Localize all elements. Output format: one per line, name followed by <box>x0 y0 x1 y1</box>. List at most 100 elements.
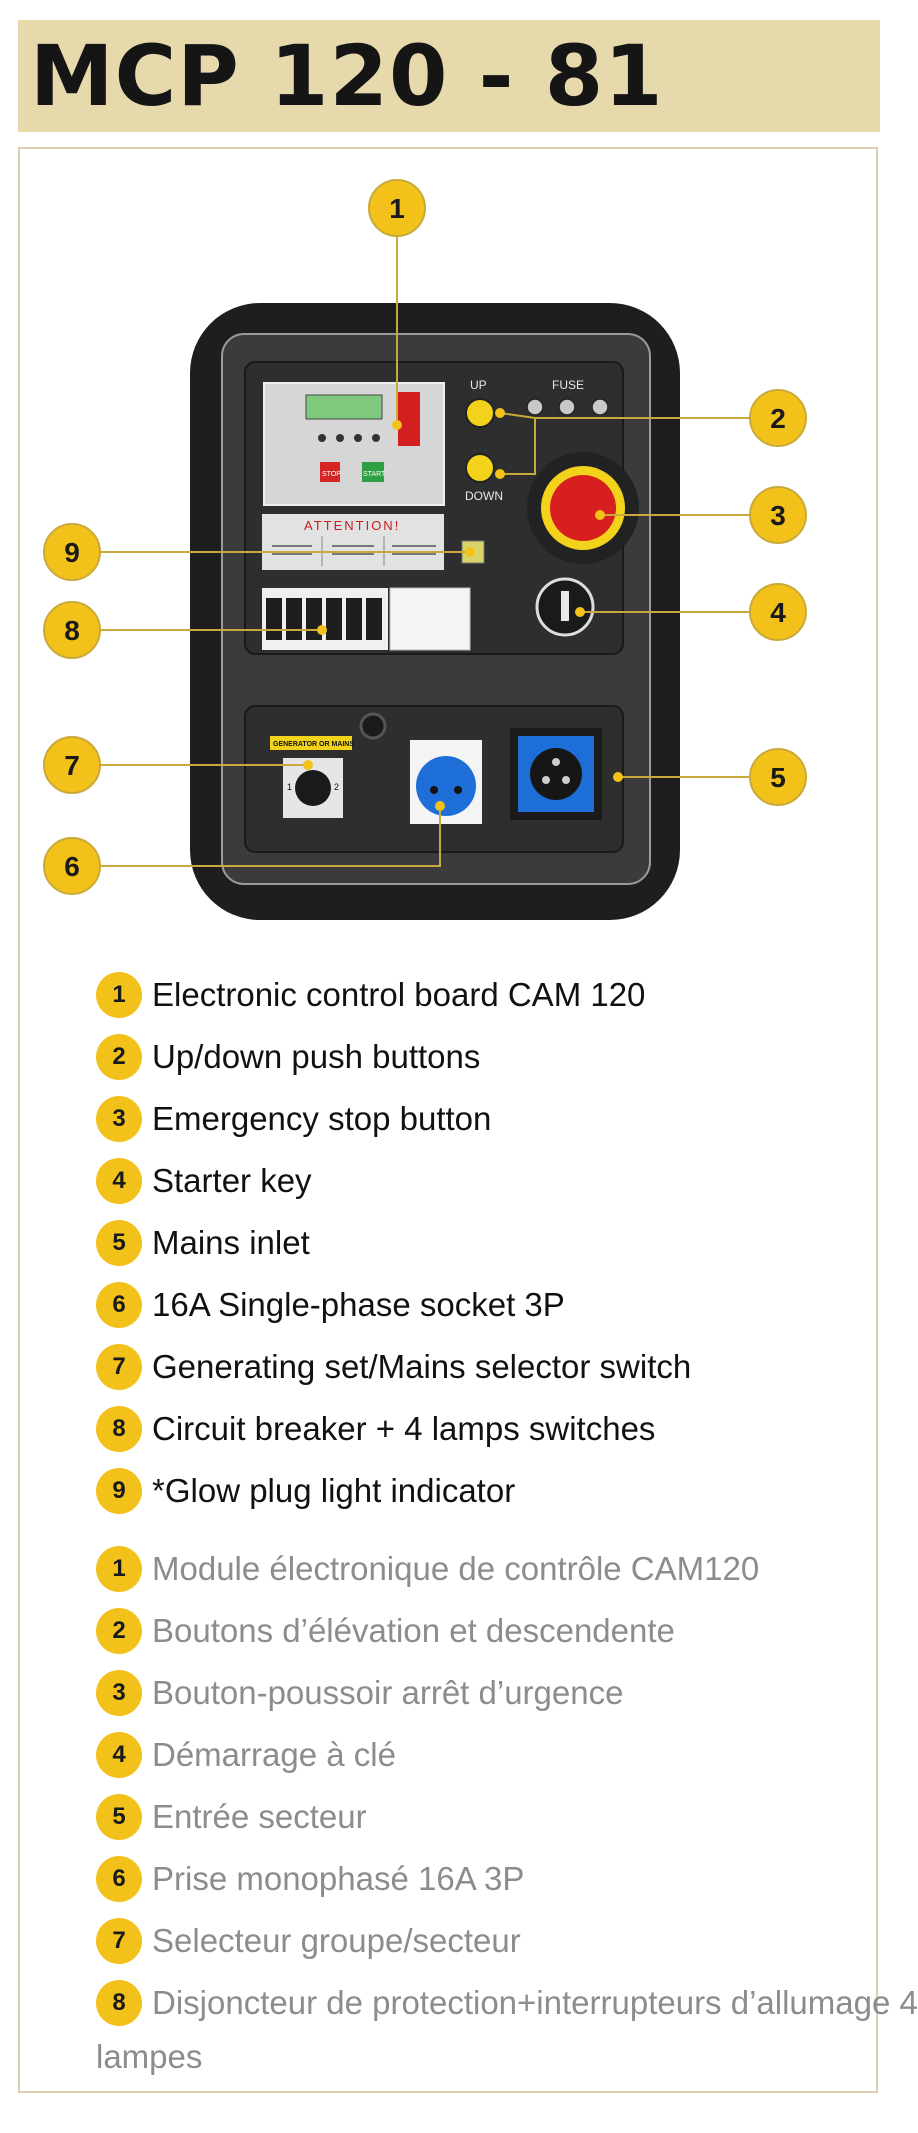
breaker-blank-plate <box>389 587 471 651</box>
legend-number-badge: 3 <box>96 1670 142 1716</box>
control-board-led <box>354 434 362 442</box>
fuse-label: FUSE <box>552 378 584 392</box>
svg-text:1: 1 <box>389 193 405 224</box>
legend-label: Bouton-poussoir arrêt d’urgence <box>152 1674 624 1711</box>
breaker-switch[interactable] <box>366 598 382 640</box>
socket-pin <box>430 786 438 794</box>
leader-dot <box>435 801 445 811</box>
mains-inlet-pin <box>552 758 560 766</box>
emergency-stop-button[interactable] <box>550 475 616 541</box>
breaker-switch[interactable] <box>286 598 302 640</box>
selector-label: GENERATOR OR MAINS <box>273 741 354 748</box>
selector-knob[interactable] <box>295 770 331 806</box>
breaker-switch[interactable] <box>346 598 362 640</box>
legend-label: Electronic control board CAM 120 <box>152 976 646 1013</box>
fuse-holder[interactable] <box>591 398 609 416</box>
attention-label: ATTENTION! <box>304 518 400 533</box>
legend-label: Emergency stop button <box>152 1100 492 1137</box>
breaker-switch[interactable] <box>266 598 282 640</box>
legend-number-badge: 6 <box>96 1856 142 1902</box>
legend-item: 4 Démarrage à clé <box>96 1730 396 1780</box>
legend-label: Mains inlet <box>152 1224 310 1261</box>
breaker-switch[interactable] <box>326 598 342 640</box>
leader-dot <box>613 772 623 782</box>
start-button-label: START <box>363 471 386 478</box>
legend-label: Boutons d’élévation et descendente <box>152 1612 675 1649</box>
svg-text:9: 9 <box>64 537 80 568</box>
legend-label: Démarrage à clé <box>152 1736 396 1773</box>
svg-text:2: 2 <box>770 403 786 434</box>
control-board-red-strip <box>398 392 420 446</box>
svg-text:5: 5 <box>770 762 786 793</box>
legend-item: 1 Electronic control board CAM 120 <box>96 970 645 1020</box>
callout-badge-9: 9 <box>43 523 101 581</box>
legend-number-badge: 4 <box>96 1158 142 1204</box>
control-board-led <box>372 434 380 442</box>
legend-number-badge: 7 <box>96 1344 142 1390</box>
legend-number-badge: 7 <box>96 1918 142 1964</box>
content-frame <box>18 147 878 2093</box>
callout-badge-2: 2 <box>749 389 807 447</box>
control-panel-diagram: STOP START ATTENTION! UP DOWN FUSE GENER… <box>43 179 807 920</box>
socket-pin <box>454 786 462 794</box>
control-board-display <box>305 394 383 420</box>
callout-badge-8: 8 <box>43 601 101 659</box>
legend-item: 7 Selecteur groupe/secteur <box>96 1916 521 1966</box>
legend-item: 6 16A Single-phase socket 3P <box>96 1280 565 1330</box>
svg-text:8: 8 <box>64 615 80 646</box>
leader-dot <box>595 510 605 520</box>
start-button[interactable] <box>362 462 384 482</box>
legend-item: 8 Circuit breaker + 4 lamps switches <box>96 1404 655 1454</box>
legend-number-badge: 2 <box>96 1034 142 1080</box>
legend-label-continuation: lampes <box>96 2038 203 2075</box>
callout-badge-4: 4 <box>749 583 807 641</box>
legend-label: Up/down push buttons <box>152 1038 481 1075</box>
callout-badge-6: 6 <box>43 837 101 895</box>
selector-label-plate <box>270 736 352 750</box>
fuse-holder[interactable] <box>526 398 544 416</box>
legend-label: Selecteur groupe/secteur <box>152 1922 521 1959</box>
svg-text:4: 4 <box>770 597 786 628</box>
selector-position-2: 2 <box>334 782 339 792</box>
svg-text:3: 3 <box>770 500 786 531</box>
legend-number-badge: 8 <box>96 1980 142 2026</box>
legend-number-badge: 5 <box>96 1220 142 1266</box>
legend-item: 6 Prise monophasé 16A 3P <box>96 1854 524 1904</box>
mains-inlet-pin <box>542 776 550 784</box>
fuse-holder[interactable] <box>558 398 576 416</box>
legend-label: Entrée secteur <box>152 1798 367 1835</box>
leader-dot <box>303 760 313 770</box>
legend-item: 3 Emergency stop button <box>96 1094 491 1144</box>
legend-item: 9 *Glow plug light indicator <box>96 1466 515 1516</box>
mains-inlet-receptacle <box>530 748 582 800</box>
cable-gland <box>359 712 387 740</box>
legend-label: *Glow plug light indicator <box>152 1472 516 1509</box>
svg-text:6: 6 <box>64 851 80 882</box>
legend-item: 1 Module électronique de contrôle CAM120 <box>96 1544 759 1594</box>
legend-number-badge: 8 <box>96 1406 142 1452</box>
legend-item: 2 Boutons d’élévation et descendente <box>96 1606 675 1656</box>
callout-badge-1: 1 <box>368 179 426 237</box>
legend-number-badge: 9 <box>96 1468 142 1514</box>
leader-dot <box>317 625 327 635</box>
control-board-led <box>336 434 344 442</box>
callout-badge-5: 5 <box>749 748 807 806</box>
legend-item: 7 Generating set/Mains selector switch <box>96 1342 691 1392</box>
legend-label: Module électronique de contrôle CAM120 <box>152 1550 760 1587</box>
legend-item: 5 Mains inlet <box>96 1218 310 1268</box>
legend-label: Starter key <box>152 1162 312 1199</box>
key-icon <box>561 591 569 621</box>
legend-label: Prise monophasé 16A 3P <box>152 1860 525 1897</box>
legend-number-badge: 5 <box>96 1794 142 1840</box>
legend-number-badge: 3 <box>96 1096 142 1142</box>
attention-plate <box>262 514 444 570</box>
up-button[interactable] <box>465 398 495 428</box>
leader-dot <box>575 607 585 617</box>
stop-button[interactable] <box>320 462 340 482</box>
legend-label: Circuit breaker + 4 lamps switches <box>152 1410 656 1447</box>
down-button[interactable] <box>465 453 495 483</box>
title-bar: MCP 120 - 81 <box>18 20 880 132</box>
legend-item: 5 Entrée secteur <box>96 1792 367 1842</box>
legend-number-badge: 1 <box>96 1546 142 1592</box>
stop-button-label: STOP <box>322 471 341 478</box>
